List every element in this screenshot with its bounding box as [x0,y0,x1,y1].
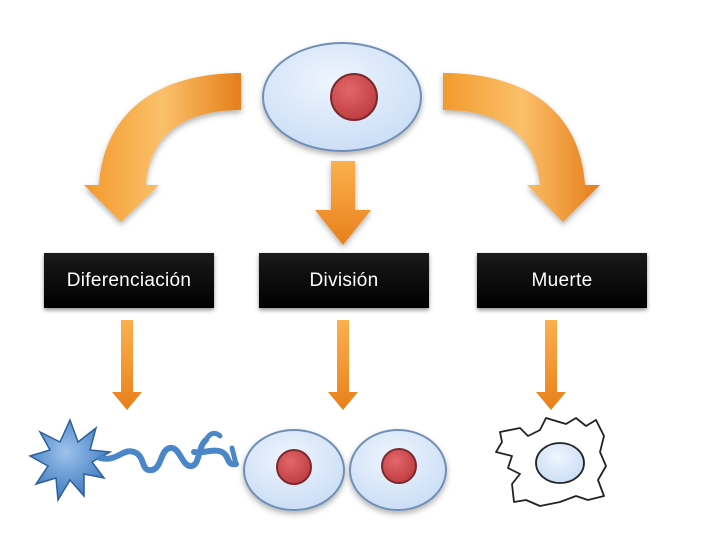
neuron-axon-branch [203,430,239,467]
dying-cell-icon [495,417,607,507]
arrow-down-left-icon [112,320,142,410]
differentiation-label: Diferenciación [44,253,214,308]
arrow-down-center-icon [315,161,371,245]
nucleus-icon [330,73,378,121]
neuron-soma [28,418,113,503]
cell-icon [535,442,585,484]
daughter-cell-left [243,429,345,511]
parent-cell [262,42,422,152]
neuron-icon [28,418,239,503]
arrow-down-middle-icon [328,320,358,410]
nucleus-icon [276,449,312,485]
curved-arrow-right-icon [443,73,600,222]
arrow-down-right-icon [536,320,566,410]
division-label: División [259,253,429,308]
nucleus-icon [381,448,417,484]
daughter-cell-right [349,429,447,511]
curved-arrow-left-icon [84,73,241,222]
death-label: Muerte [477,253,647,308]
neuron-axon [97,437,239,474]
